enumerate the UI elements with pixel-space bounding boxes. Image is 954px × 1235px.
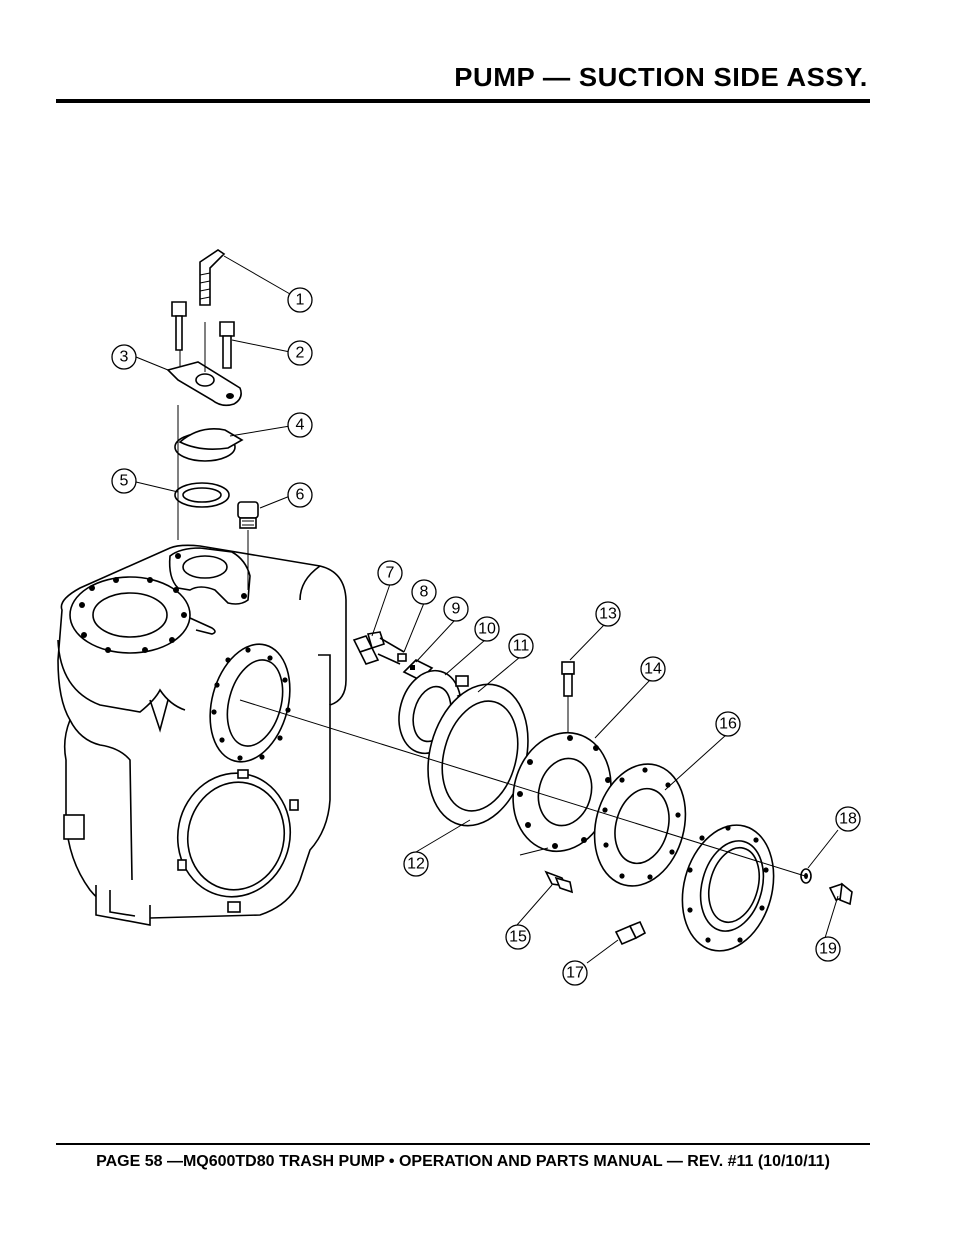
callout-17: 17 (562, 960, 588, 986)
page-title: PUMP — SUCTION SIDE ASSY. (454, 62, 868, 92)
svg-text:5: 5 (120, 473, 129, 490)
callout-8: 8 (411, 579, 437, 605)
leader-lines (135, 255, 839, 964)
page-footer: PAGE 58 —MQ600TD80 TRASH PUMP • OPERATIO… (96, 1153, 830, 1170)
svg-text:7: 7 (386, 565, 395, 582)
callout-16: 16 (715, 711, 741, 737)
svg-text:6: 6 (296, 487, 305, 504)
callout-19: 19 (815, 936, 841, 962)
part-13-bolt (561, 661, 575, 740)
svg-text:11: 11 (513, 638, 530, 655)
header-rule (56, 99, 870, 103)
part-14-adapter-flange (512, 731, 612, 853)
svg-text:10: 10 (478, 621, 496, 638)
part-4-cover-plate (174, 428, 244, 462)
part-5-gasket (174, 482, 230, 508)
pump-casing (57, 544, 347, 926)
svg-text:14: 14 (644, 661, 662, 678)
callout-10: 10 (474, 616, 500, 642)
parts-7-8-bolts (352, 631, 407, 665)
callout-13: 13 (595, 601, 621, 627)
callout-2: 2 (287, 340, 313, 366)
callout-5: 5 (111, 468, 137, 494)
svg-text:17: 17 (566, 965, 584, 982)
callout-6: 6 (287, 482, 313, 508)
svg-text:13: 13 (599, 606, 617, 623)
callout-12: 12 (403, 851, 429, 877)
svg-text:9: 9 (452, 601, 461, 618)
callout-9: 9 (443, 596, 469, 622)
part-15-bolt (519, 847, 574, 894)
svg-text:19: 19 (819, 941, 837, 958)
svg-text:18: 18 (839, 811, 857, 828)
part-12-gasket (427, 683, 529, 827)
callout-11: 11 (508, 633, 534, 659)
svg-text:1: 1 (296, 292, 305, 309)
svg-text:2: 2 (296, 345, 305, 362)
svg-text:16: 16 (719, 716, 737, 733)
svg-text:12: 12 (407, 856, 425, 873)
callout-7: 7 (377, 560, 403, 586)
callout-1: 1 (287, 287, 313, 313)
part-18-washer (800, 868, 812, 884)
part-1-clamp-screw (199, 249, 226, 306)
callout-3: 3 (111, 344, 137, 370)
callout-4: 4 (287, 412, 313, 438)
svg-text:3: 3 (120, 349, 129, 366)
part-19-bolt (828, 882, 853, 906)
callout-15: 15 (505, 924, 531, 950)
part-6-plug (237, 501, 259, 529)
part-17-plug (614, 920, 647, 946)
callout-14: 14 (640, 656, 666, 682)
part-2-bolts (171, 301, 235, 369)
part-3-clamp-bar (166, 322, 242, 407)
svg-text:8: 8 (420, 584, 429, 601)
callout-18: 18 (835, 806, 861, 832)
svg-text:4: 4 (296, 417, 305, 434)
part-suction-flange (681, 824, 775, 952)
footer-rule (56, 1143, 870, 1145)
svg-text:15: 15 (509, 929, 527, 946)
assembly-centerline (239, 699, 806, 877)
